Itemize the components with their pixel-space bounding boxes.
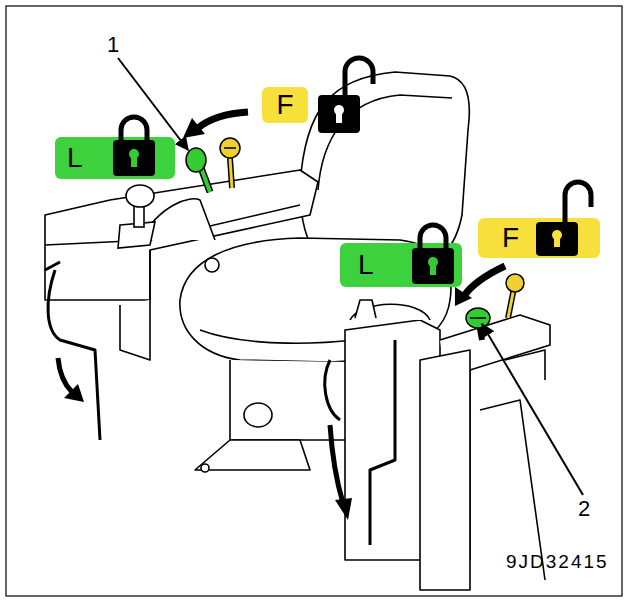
left-console <box>45 170 318 440</box>
lock-symbol <box>113 117 155 176</box>
joystick <box>118 185 155 248</box>
callout-number: 2 <box>578 498 590 520</box>
position-letter: L <box>67 144 83 172</box>
unlock-symbol <box>536 182 591 256</box>
lock-lever-1 <box>186 138 240 192</box>
right-console <box>325 300 550 590</box>
free-position-band: F <box>262 87 308 123</box>
leader-line <box>482 324 583 495</box>
figure-code: 9JD32415 <box>506 552 609 571</box>
lock-symbol <box>412 225 454 284</box>
unlock-symbol <box>318 58 373 133</box>
position-letter: F <box>502 224 519 252</box>
frame <box>6 6 622 596</box>
lock-position-band: L <box>340 243 462 287</box>
callout-number: 1 <box>107 34 119 56</box>
position-letter: F <box>276 91 293 119</box>
free-position-band: F <box>478 218 600 258</box>
position-letter: L <box>358 251 374 279</box>
lock-position-band: L <box>55 137 175 179</box>
